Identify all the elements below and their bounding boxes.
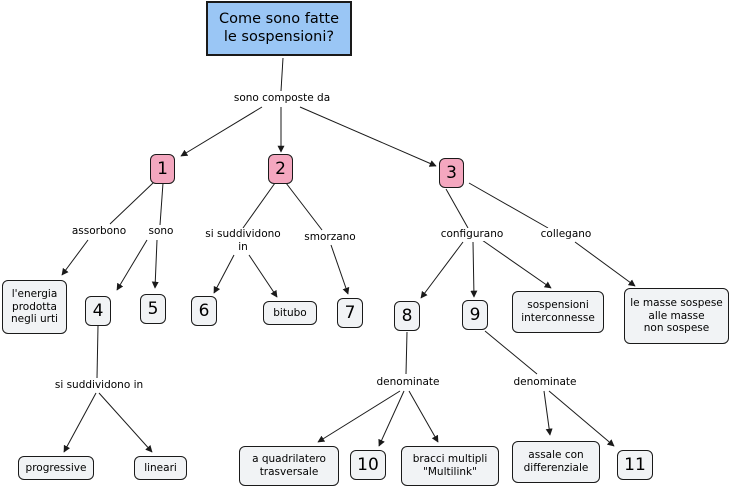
node-7: 7 [337, 298, 363, 328]
link-denominate-9: denominate [510, 376, 580, 389]
node-bitubo: bitubo [263, 301, 317, 325]
root-question-node: Come sono fatte le sospensioni? [206, 1, 352, 56]
edge-link-1 [180, 106, 263, 157]
link-sono-composte-da: sono composte da [230, 92, 334, 105]
edge-smorzano-7 [330, 244, 350, 295]
edge-1-assorbono [109, 182, 154, 225]
edge-denominate-11 [548, 390, 615, 447]
edge-configurano-interconnesse [481, 239, 552, 289]
edge-root-link [280, 57, 284, 92]
link-sono: sono [145, 225, 177, 238]
link-configurano: configurano [436, 228, 508, 241]
edge-denominate-quadrilatero [317, 390, 401, 443]
edge-sono-4 [116, 239, 148, 291]
edge-denominate-10 [378, 390, 405, 447]
node-2: 2 [268, 154, 293, 184]
edge-2-smorzano [285, 182, 323, 231]
link-si-suddividono-in-4: si suddividono in [50, 379, 148, 392]
node-5: 5 [140, 294, 166, 324]
edge-suddividono-lineari [98, 392, 153, 453]
edge-2-suddividono [242, 182, 276, 229]
node-1: 1 [150, 154, 175, 184]
edge-denominate-multilink [408, 390, 439, 443]
edge-configurano-9 [470, 241, 478, 298]
node-multilink: bracci multipli "Multilink" [401, 446, 499, 486]
edge-3-collegano [468, 182, 549, 229]
node-3: 3 [439, 158, 464, 188]
edge-9-denominate [484, 330, 538, 375]
edge-4-suddividono [96, 325, 99, 379]
edge-link-3 [299, 106, 437, 167]
node-assale: assale con differenziale [512, 441, 600, 483]
edge-8-denominate [405, 331, 408, 375]
edge-suddividono-bitubo [248, 254, 278, 298]
node-9: 9 [462, 300, 488, 330]
edge-configurano-8 [420, 241, 464, 299]
edge-sono-5 [151, 239, 159, 289]
link-si-suddividono-in-2: si suddividono in [200, 228, 286, 254]
link-collegano: collegano [536, 228, 596, 241]
edge-suddividono-6 [213, 254, 235, 294]
node-sospensioni-interconnesse: sospensioni interconnesse [512, 291, 604, 333]
edge-denominate-assale [543, 390, 553, 436]
node-progressive: progressive [18, 456, 94, 480]
node-11: 11 [617, 450, 653, 480]
edge-1-sono [159, 182, 164, 226]
edge-suddividono-progressive [63, 392, 97, 453]
node-quadrilatero: a quadrilatero trasversale [239, 446, 339, 486]
link-assorbono: assorbono [68, 225, 130, 238]
node-6: 6 [191, 296, 217, 326]
link-smorzano: smorzano [300, 231, 360, 244]
link-denominate-8: denominate [373, 376, 443, 389]
node-energia: l'energia prodotta negli urti [2, 280, 67, 334]
node-10: 10 [350, 450, 386, 480]
edge-collegano-masse [574, 241, 636, 287]
node-masse-sospese: le masse sospese alle masse non sospese [624, 288, 729, 344]
node-lineari: lineari [134, 456, 187, 480]
edge-3-configurano [445, 188, 469, 229]
node-8: 8 [394, 301, 420, 331]
node-4: 4 [85, 296, 111, 326]
edge-assorbono-energia [61, 239, 89, 276]
